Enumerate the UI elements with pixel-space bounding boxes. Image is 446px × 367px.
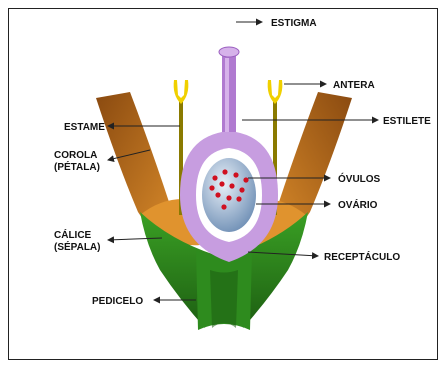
label-ovulos: ÓVULOS: [338, 172, 381, 185]
label-estame: ESTAME: [64, 122, 105, 133]
label-calice-sub: (SÉPALA): [54, 240, 100, 253]
label-estigma: ESTIGMA: [271, 18, 317, 29]
label-antera: ANTERA: [333, 80, 375, 91]
style-highlight: [225, 58, 229, 138]
label-pedicelo: PEDICELO: [92, 296, 143, 307]
label-corola-sub: (PÉTALA): [54, 160, 100, 173]
stigma: [219, 47, 239, 57]
label-estilete: ESTILETE: [383, 116, 431, 127]
label-ovario: OVÁRIO: [338, 198, 378, 211]
ovary: [202, 158, 256, 232]
pedicel-shadow: [210, 270, 238, 328]
label-receptaculo: RECEPTÁCULO: [324, 250, 400, 263]
label-corola: COROLA: [54, 150, 97, 161]
label-calice: CÁLICE: [54, 228, 92, 241]
anther-right: [268, 80, 283, 104]
anther-left: [174, 80, 189, 104]
